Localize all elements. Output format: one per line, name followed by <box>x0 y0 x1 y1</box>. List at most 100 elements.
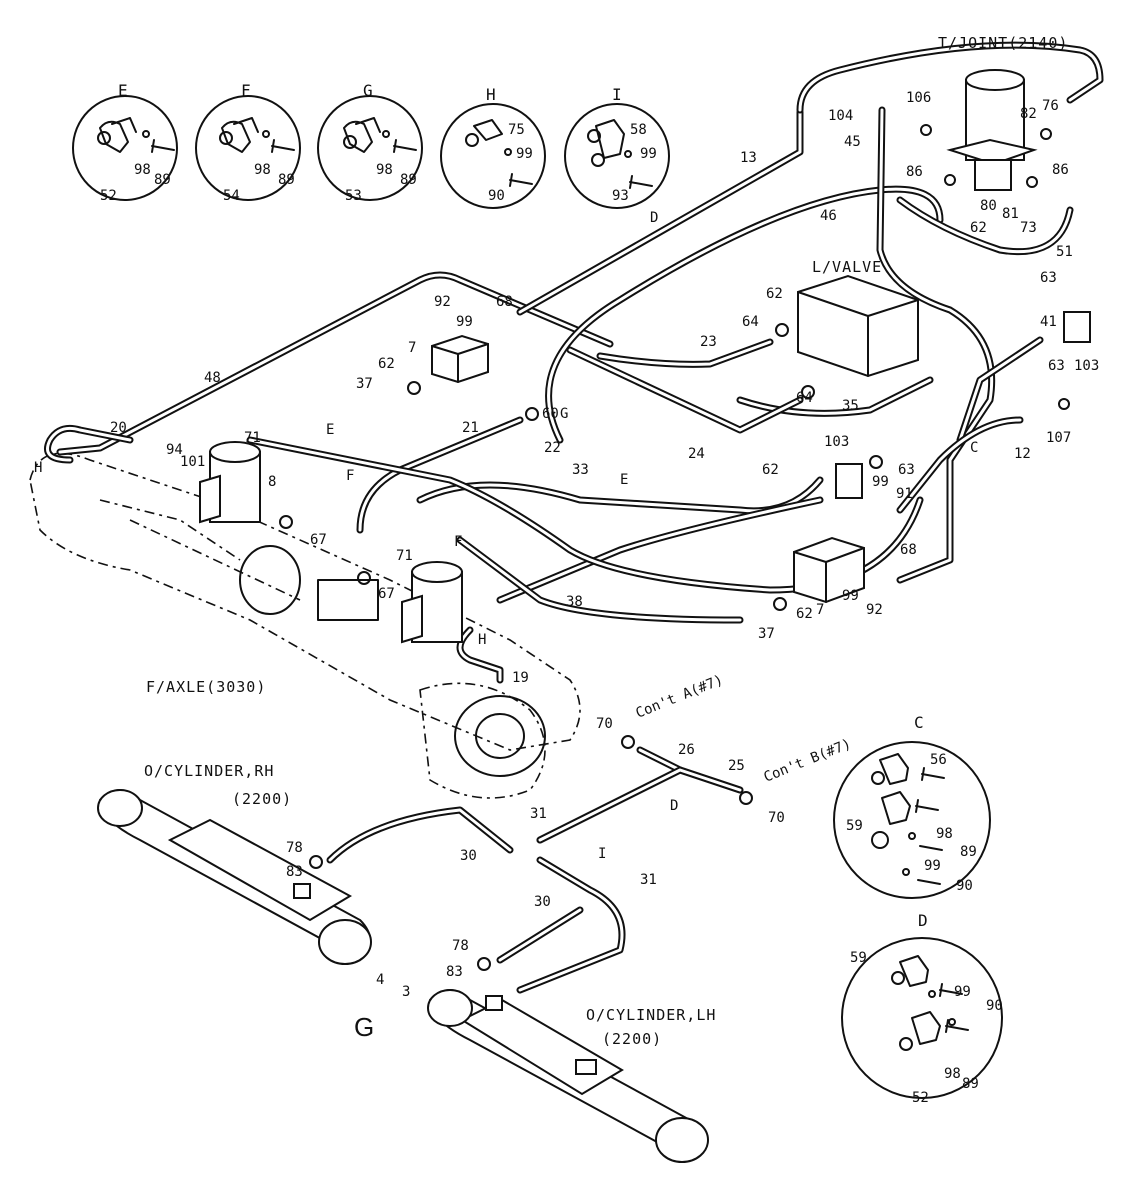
part-30-b: 30 <box>534 894 551 910</box>
front-axle-outline <box>29 452 581 799</box>
hydraulic-hose-network <box>44 41 1104 994</box>
ocyl-lh-label-2: (2200) <box>602 1030 662 1048</box>
ocyl-lh-label-1: O/CYLINDER,LH <box>586 1006 716 1024</box>
l-valve-component <box>797 274 919 378</box>
part-67-b: 67 <box>378 586 395 602</box>
part-62-a: 62 <box>970 220 987 236</box>
detail-view-i: I 58 99 93 <box>564 85 670 209</box>
detail-d-part-2: 99 <box>954 984 971 1000</box>
part-92-a: 92 <box>434 294 451 310</box>
part-103-b: 103 <box>824 434 849 450</box>
part-23: 23 <box>700 334 717 350</box>
orbit-cylinder-lh <box>427 989 709 1163</box>
detail-view-c: C 56 59 98 89 99 90 <box>833 713 991 899</box>
part-46: 46 <box>820 208 837 224</box>
part-7-a: 7 <box>408 340 416 356</box>
part-107: 107 <box>1046 430 1071 446</box>
detail-e-part-1: 52 <box>100 188 117 204</box>
detail-c-letter: C <box>914 713 924 732</box>
part-33: 33 <box>572 462 589 478</box>
part-22: 22 <box>544 440 561 456</box>
detail-view-h: H 75 99 90 <box>440 85 546 209</box>
block-b-component <box>793 536 865 604</box>
part-82: 82 <box>1020 106 1037 122</box>
cont-b-label: Con't B(#7) <box>762 736 854 786</box>
part-62-d: 62 <box>762 462 779 478</box>
part-68-b: 68 <box>900 542 917 558</box>
detail-view-f: F 54 98 89 <box>195 81 301 204</box>
lvalve-label: L/VALVE <box>812 258 882 276</box>
detail-d-part-5: 98 <box>944 1066 961 1082</box>
detail-g-part-3: 89 <box>400 172 417 188</box>
part-86-b: 86 <box>1052 162 1069 178</box>
block-103-upper <box>1063 311 1091 343</box>
detail-h-part-1: 75 <box>508 122 525 138</box>
cylinder-8 <box>199 441 261 524</box>
cylinder-mid <box>401 561 463 644</box>
part-106: 106 <box>906 90 931 106</box>
part-h-marker: H <box>34 460 42 476</box>
detail-i-letter: I <box>612 85 622 104</box>
part-e-marker: E <box>326 422 334 438</box>
part-99-b: 99 <box>872 474 889 490</box>
part-63-a: 63 <box>1040 270 1057 286</box>
detail-f-part-1: 54 <box>223 188 240 204</box>
part-83-a: 83 <box>286 864 303 880</box>
detail-i-part-1: 58 <box>630 122 647 138</box>
part-83-b: 83 <box>446 964 463 980</box>
part-26: 26 <box>678 742 695 758</box>
ocyl-rh-label-2: (2200) <box>232 790 292 808</box>
part-31-a: 31 <box>530 806 547 822</box>
part-30-a: 30 <box>460 848 477 864</box>
part-68-a: 68 <box>496 294 513 310</box>
part-70-b: 70 <box>768 810 785 826</box>
part-g-marker: G <box>560 406 568 422</box>
part-48: 48 <box>204 370 221 386</box>
detail-f-part-2: 98 <box>254 162 271 178</box>
part-d-marker-2: D <box>670 798 678 814</box>
cont-a-label: Con't A(#7) <box>634 672 726 722</box>
part-number-callouts: 104 106 82 76 45 13 86 86 80 81 73 62 46… <box>34 90 1099 1000</box>
part-81: 81 <box>1002 206 1019 222</box>
faxle-label: F/AXLE(3030) <box>146 678 266 696</box>
part-86-a: 86 <box>906 164 923 180</box>
part-i-marker: I <box>598 846 606 862</box>
part-24: 24 <box>688 446 705 462</box>
part-37-b: 37 <box>758 626 775 642</box>
part-25: 25 <box>728 758 745 774</box>
part-12: 12 <box>1014 446 1031 462</box>
t-joint-component <box>946 69 1038 191</box>
part-64-a: 64 <box>742 314 759 330</box>
part-70-a: 70 <box>596 716 613 732</box>
detail-d-part-4: 52 <box>912 1090 929 1106</box>
part-38: 38 <box>566 594 583 610</box>
detail-e-part-3: 89 <box>154 172 171 188</box>
detail-c-part-4: 89 <box>960 844 977 860</box>
part-h-marker-2: H <box>478 632 486 648</box>
part-62-c: 62 <box>378 356 395 372</box>
detail-f-letter: F <box>241 81 251 100</box>
detail-h-part-2: 99 <box>516 146 533 162</box>
part-21: 21 <box>462 420 479 436</box>
part-67-a: 67 <box>310 532 327 548</box>
part-63-c: 63 <box>898 462 915 478</box>
detail-g-part-1: 53 <box>345 188 362 204</box>
detail-g-part-2: 98 <box>376 162 393 178</box>
detail-c-part-1: 56 <box>930 752 947 768</box>
part-63-b: 63 <box>1048 358 1065 374</box>
ocyl-rh-label-1: O/CYLINDER,RH <box>144 762 274 780</box>
detail-e-letter: E <box>118 81 128 100</box>
part-80: 80 <box>980 198 997 214</box>
block-a-component <box>431 334 489 384</box>
part-f-marker-2: F <box>454 534 462 550</box>
part-d-marker: D <box>650 210 658 226</box>
detail-c-part-5: 99 <box>924 858 941 874</box>
part-3: 3 <box>402 984 410 1000</box>
part-62-e: 62 <box>796 606 813 622</box>
part-78-b: 78 <box>452 938 469 954</box>
detail-i-part-3: 93 <box>612 188 629 204</box>
part-62-b: 62 <box>766 286 783 302</box>
detail-h-part-3: 90 <box>488 188 505 204</box>
